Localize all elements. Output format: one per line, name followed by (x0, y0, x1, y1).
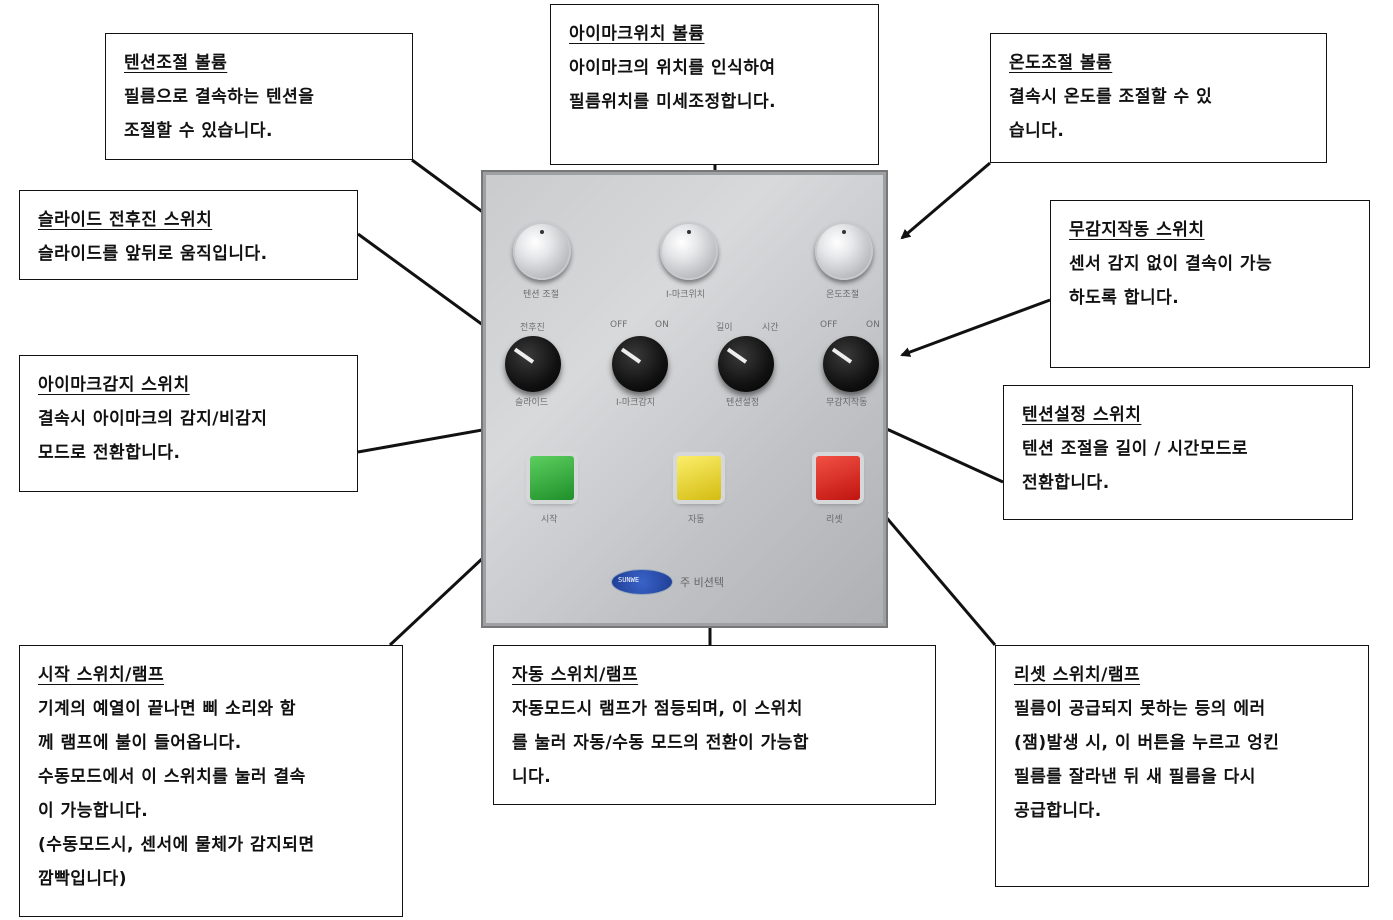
callout-line: 결속시 아이마크의 감지/비감지 (38, 409, 268, 429)
callout-line: 기계의 예열이 끝나면 삐 소리와 함 (38, 699, 297, 719)
switch-top-label: OFF (820, 320, 838, 330)
lamp-label-auto: 자동 (688, 515, 705, 525)
tension-knob[interactable] (513, 222, 571, 280)
callout-line: 니다. (512, 767, 552, 787)
company-logo (612, 570, 672, 594)
callout-line: 조절할 수 있습니다. (124, 121, 273, 141)
callout-line: (잼)발생 시, 이 버튼을 누르고 엉킨 (1014, 733, 1280, 753)
arrow-temperature-volume (900, 161, 991, 240)
switch-top-label: 길이 (716, 323, 733, 333)
switch-top-label: 전후진 (520, 323, 545, 333)
callout-line: 슬라이드를 앞뒤로 움직입니다. (38, 244, 268, 264)
company-logo-text: SUNWE (618, 576, 640, 584)
callout-title: 리셋 스위치/램프 (1014, 665, 1141, 685)
callout-line: 습니다. (1009, 121, 1065, 141)
callout-title: 슬라이드 전후진 스위치 (38, 210, 213, 230)
callout-line: 결속시 온도를 조절할 수 있 (1009, 87, 1213, 107)
callout-eyemark-sense-switch: 아이마크감지 스위치 결속시 아이마크의 감지/비감지 모드로 전환합니다. (19, 355, 358, 492)
switch-top-label: 시간 (762, 323, 779, 333)
slide-switch[interactable] (505, 336, 561, 392)
switch-top-label: ON (866, 320, 880, 330)
callout-line: 수동모드에서 이 스위치를 눌러 결속 (38, 767, 306, 787)
arrow-no-sense-switch (900, 298, 1051, 357)
callout-line: 필름위치를 미세조정합니다. (569, 92, 777, 112)
callout-line: 모드로 전환합니다. (38, 443, 181, 463)
callout-title: 아이마크감지 스위치 (38, 375, 190, 395)
brand-name: 주 비션텍 (680, 576, 724, 589)
callout-line: 필름이 공급되지 못하는 등의 에러 (1014, 699, 1266, 719)
start-lamp-button[interactable] (530, 456, 574, 500)
callout-title: 텐션조절 볼륨 (124, 53, 228, 73)
callout-temperature-volume: 온도조절 볼륨 결속시 온도를 조절할 수 있 습니다. (990, 33, 1327, 163)
callout-no-sense-switch: 무감지작동 스위치 센서 감지 없이 결속이 가능 하도록 합니다. (1050, 200, 1370, 368)
reset-lamp-button[interactable] (816, 456, 860, 500)
callout-line: 아이마크의 위치를 인식하여 (569, 58, 776, 78)
callout-title: 온도조절 볼륨 (1009, 53, 1113, 73)
callout-line: 필름으로 결속하는 텐션을 (124, 87, 315, 107)
eyemark-sense-switch[interactable] (612, 336, 668, 392)
callout-auto-switch: 자동 스위치/램프 자동모드시 램프가 점등되며, 이 스위치 를 눌러 자동/… (493, 645, 936, 805)
callout-title: 아이마크위치 볼륨 (569, 24, 705, 44)
callout-line: 하도록 합니다. (1069, 288, 1180, 308)
callout-line: (수동모드시, 센서에 물체가 감지되면 (38, 835, 315, 855)
callout-line: 텐션 조절을 길이 / 시간모드로 (1022, 439, 1249, 459)
no-sense-switch[interactable] (823, 336, 879, 392)
switch-bottom-label: 무감지작동 (826, 398, 868, 408)
callout-line: 깜빡입니다) (38, 869, 127, 889)
switch-top-label: ON (655, 320, 669, 330)
callout-tension-volume: 텐션조절 볼륨 필름으로 결속하는 텐션을 조절할 수 있습니다. (105, 33, 413, 160)
callout-line: 필름를 잘라낸 뒤 새 필름을 다시 (1014, 767, 1256, 787)
switch-bottom-label: 슬라이드 (515, 398, 549, 408)
callout-line: 자동모드시 램프가 점등되며, 이 스위치 (512, 699, 803, 719)
knob-label-eyemark: I-마크위치 (666, 290, 706, 300)
callout-title: 시작 스위치/램프 (38, 665, 165, 685)
callout-line: 공급합니다. (1014, 801, 1102, 821)
callout-slide-switch: 슬라이드 전후진 스위치 슬라이드를 앞뒤로 움직입니다. (19, 190, 358, 280)
callout-line: 전환합니다. (1022, 473, 1110, 493)
callout-title: 무감지작동 스위치 (1069, 220, 1205, 240)
callout-line: 센서 감지 없이 결속이 가능 (1069, 254, 1273, 274)
callout-title: 텐션설정 스위치 (1022, 405, 1142, 425)
callout-line: 께 램프에 불이 들어옵니다. (38, 733, 242, 753)
knob-label-tension: 텐션 조절 (523, 290, 559, 300)
callout-eyemark-volume: 아이마크위치 볼륨 아이마크의 위치를 인식하여 필름위치를 미세조정합니다. (550, 4, 879, 165)
switch-bottom-label: I-마크감지 (616, 398, 656, 408)
lamp-label-start: 시작 (541, 515, 558, 525)
tension-set-switch[interactable] (718, 336, 774, 392)
arrow-reset-switch (878, 508, 997, 646)
knob-label-temperature: 온도조절 (826, 290, 860, 300)
switch-top-label: OFF (610, 320, 628, 330)
temperature-knob[interactable] (815, 222, 873, 280)
callout-line: 이 가능합니다. (38, 801, 149, 821)
eyemark-position-knob[interactable] (660, 222, 718, 280)
callout-line: 를 눌러 자동/수동 모드의 전환이 가능합 (512, 733, 810, 753)
auto-lamp-button[interactable] (677, 456, 721, 500)
switch-bottom-label: 텐션설정 (726, 398, 760, 408)
lamp-label-reset: 리셋 (826, 515, 843, 525)
callout-start-switch: 시작 스위치/램프 기계의 예열이 끝나면 삐 소리와 함 께 램프에 불이 들… (19, 645, 403, 917)
callout-reset-switch: 리셋 스위치/램프 필름이 공급되지 못하는 등의 에러 (잼)발생 시, 이 … (995, 645, 1369, 887)
callout-tension-set-switch: 텐션설정 스위치 텐션 조절을 길이 / 시간모드로 전환합니다. (1003, 385, 1353, 520)
callout-title: 자동 스위치/램프 (512, 665, 639, 685)
